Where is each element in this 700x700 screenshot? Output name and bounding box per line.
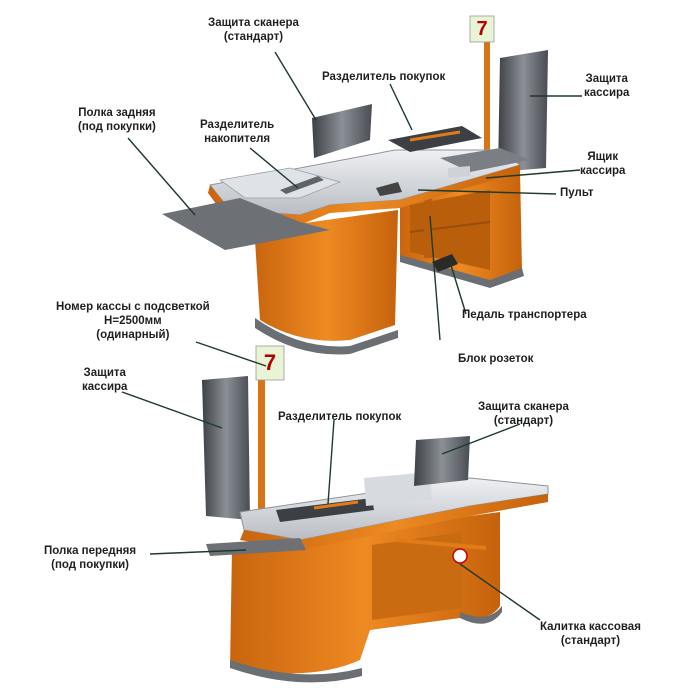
- top-pedal: [432, 254, 458, 272]
- bottom-cashier-guard-panel: [202, 376, 250, 520]
- top-left-pedestal: [255, 210, 398, 341]
- bottom-scanner-guard-panel: [414, 436, 470, 486]
- label-gate: Калитка кассовая(стандарт): [540, 621, 641, 647]
- label-buyer-divider: Разделитель покупок: [322, 71, 446, 83]
- top-number-pole: [484, 40, 490, 175]
- top-cashier-guard-panel: [498, 50, 548, 172]
- bottom-counter: [202, 345, 549, 683]
- leader-lines: [121, 51, 582, 621]
- top-number-plate: [469, 15, 495, 43]
- label-front-shelf: Полка передняя(под покупки): [44, 545, 137, 571]
- bottom-front-shelf: [206, 538, 306, 556]
- label-scanner-guard-2: Защита сканера(стандарт): [478, 401, 569, 427]
- top-scanner-guard-panel: [312, 104, 372, 158]
- top-counter: [162, 15, 548, 355]
- top-back-shelf: [162, 198, 330, 250]
- bottom-conveyor-trim: [240, 494, 548, 550]
- top-accumulator-divider: [280, 176, 324, 194]
- label-buyer-divider-2: Разделитель покупок: [278, 411, 402, 423]
- label-scanner-guard: Защита сканера(стандарт): [208, 17, 299, 43]
- label-conveyor-pedal: Педаль транспортера: [462, 309, 587, 321]
- label-back-shelf: Полка задняя(под покупки): [78, 107, 156, 133]
- top-drawer: [440, 148, 530, 172]
- register-number-top: 7: [476, 18, 488, 40]
- register-number-bottom: 7: [263, 350, 277, 375]
- label-remote: Пульт: [560, 187, 594, 199]
- label-socket-block: Блок розеток: [458, 353, 534, 365]
- bottom-gate-sign: [452, 548, 468, 564]
